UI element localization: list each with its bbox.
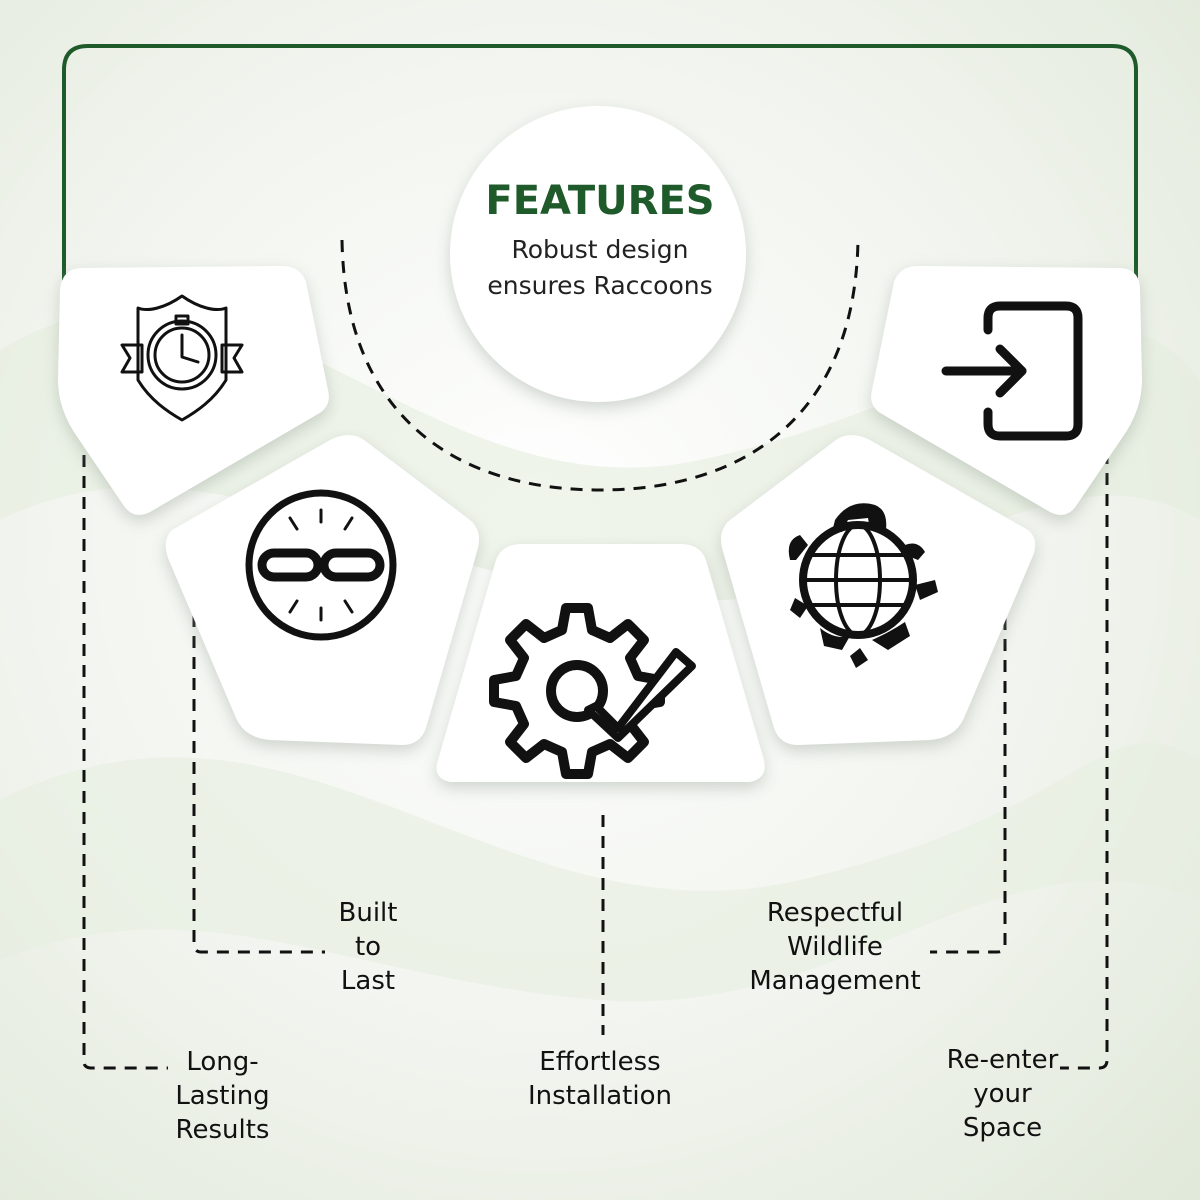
- dashed-arc: [340, 239, 860, 492]
- feature-label-built-to-last: Built to Last: [338, 898, 398, 996]
- dashed-connectors: [82, 452, 1109, 1070]
- globe-animals-icon: [788, 503, 938, 668]
- feature-label-reenter: Re-enter your Space: [946, 1045, 1059, 1143]
- feature-label-respectful: Respectful Wildlife Management: [749, 898, 921, 996]
- background-swirl-2: [0, 742, 1200, 1002]
- connector-reenter: [1060, 452, 1109, 1070]
- center-subtitle: Robust design ensures Raccoons: [487, 235, 713, 300]
- clock-shield-icon: [120, 294, 244, 422]
- chain-link-icon: [245, 489, 397, 641]
- center-circle: [450, 106, 746, 402]
- connector-respectful: [930, 618, 1007, 954]
- feature-label-long-lasting: Long- Lasting Results: [175, 1047, 270, 1145]
- connector-long-lasting: [82, 455, 168, 1070]
- enter-door-icon: [941, 301, 1083, 441]
- connector-built-to-last: [192, 615, 325, 954]
- feature-card-long-lasting: [58, 266, 329, 515]
- feature-card-built-to-last: [165, 435, 479, 745]
- center-title: FEATURES: [485, 178, 715, 224]
- feature-label-effortless: Effortless Installation: [527, 1047, 672, 1111]
- gear-check-icon: [489, 603, 696, 779]
- green-frame: [62, 44, 1138, 300]
